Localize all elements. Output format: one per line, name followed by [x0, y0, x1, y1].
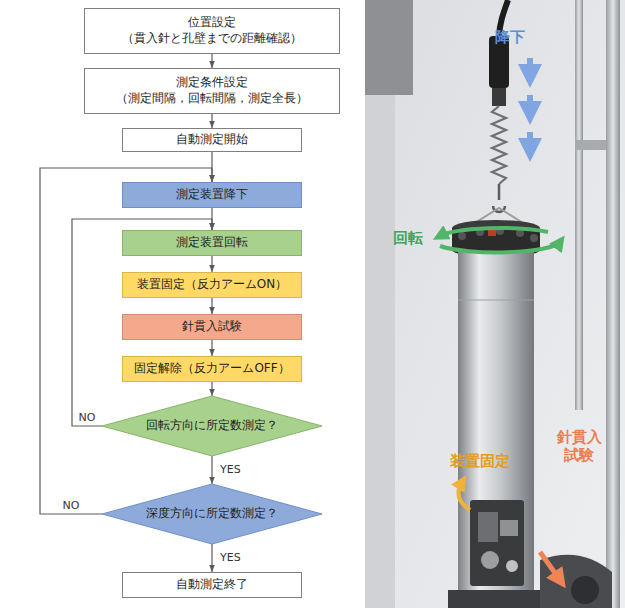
motion-label: 針貫入 試験 [554, 428, 604, 464]
flow-arrow [211, 544, 212, 572]
end-box: 自動測定終了 [122, 572, 302, 598]
flow-arrow [211, 456, 212, 484]
process-box: 装置固定（反力アームON） [122, 272, 302, 298]
flow-arrow [40, 168, 212, 514]
process-box: 測定装置降下 [122, 182, 302, 208]
flow-arrow [211, 382, 212, 396]
motion-label: 回転 [390, 229, 426, 247]
motion-label: 降下 [492, 28, 528, 46]
process-box: 測定条件設定（測定間隔，回転間隔，測定全長） [84, 68, 340, 114]
process-box: 測定装置回転 [122, 230, 302, 256]
node-text: 自動測定開始 [176, 132, 248, 148]
branch-label: NO [77, 411, 98, 424]
process-box: 位置設定（貫入針と孔壁までの距離確認） [84, 8, 340, 54]
node-text: 測定装置降下 [176, 187, 248, 203]
node-text: 測定条件設定 [176, 75, 248, 91]
process-box: 針貫入試験 [122, 314, 302, 340]
node-text: （測定間隔，回転間隔，測定全長） [116, 91, 308, 107]
node-text: 深度方向に所定数測定？ [146, 506, 278, 522]
node-text: 自動測定終了 [176, 577, 248, 593]
branch-label: NO [61, 499, 82, 512]
node-text: 装置固定（反力アームON） [137, 277, 287, 293]
node-text: 針貫入試験 [182, 319, 242, 335]
node-text: 測定装置回転 [176, 235, 248, 251]
node-text: 固定解除（反力アームOFF） [134, 361, 289, 377]
branch-label: YES [218, 463, 243, 476]
start-box: 自動測定開始 [122, 128, 302, 152]
motion-label: 装置固定 [446, 452, 514, 470]
flow-arrow [211, 340, 212, 356]
branch-label: YES [218, 551, 243, 564]
flow-arrow [211, 298, 212, 314]
process-box: 固定解除（反力アームOFF） [122, 356, 302, 382]
node-text: （貫入針と孔壁までの距離確認） [122, 31, 302, 47]
node-text: 位置設定 [188, 15, 236, 31]
flow-arrow [211, 256, 212, 272]
flow-arrow [211, 54, 212, 68]
decision-diamond: 回転方向に所定数測定？ [102, 396, 322, 456]
node-text: 回転方向に所定数測定？ [146, 418, 278, 434]
decision-diamond: 深度方向に所定数測定？ [102, 484, 322, 544]
flow-arrow [211, 114, 212, 128]
